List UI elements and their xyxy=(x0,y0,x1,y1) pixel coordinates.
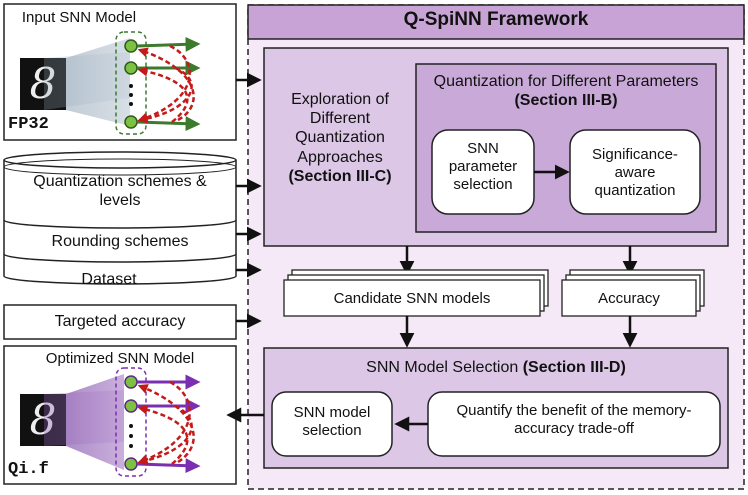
selection-label: SNN model selection xyxy=(293,404,371,439)
accuracy-box xyxy=(561,279,697,317)
input-arrows xyxy=(236,72,262,329)
model-selection-title-text: SNN Model Selection xyxy=(366,359,519,376)
dataset-label: Dataset xyxy=(81,271,137,288)
param-quant-title: Quantization for Different Parameters (S… xyxy=(416,72,716,110)
optimized-inhibitory-arrows xyxy=(137,380,195,466)
param-quant-section: (Section III-B) xyxy=(514,92,618,110)
database-cylinder xyxy=(3,151,237,285)
quantify-label: Quantify the benefit of the memory-accur… xyxy=(456,402,692,437)
optimized-neurons xyxy=(124,375,138,471)
targeted-accuracy-label: Targeted accuracy xyxy=(54,313,186,330)
rounding-label: Rounding schemes xyxy=(51,233,189,250)
param-quant-title-text: Quantization for Different Parameters xyxy=(433,73,699,90)
accuracy-label: Accuracy xyxy=(598,290,660,307)
framework-title-bar xyxy=(247,4,745,40)
optimized-neuron-group xyxy=(115,367,147,477)
input-neuron-group xyxy=(115,31,147,135)
targeted-accuracy-box xyxy=(3,304,237,340)
selection-box xyxy=(271,391,393,457)
candidates-box xyxy=(283,279,541,317)
significance-label: Significance-aware quantization xyxy=(592,146,678,199)
exploration-section: (Section III-C) xyxy=(288,167,392,185)
input-inhibitory-arrows xyxy=(137,44,195,124)
framework-title: Q-SpiNN Framework xyxy=(403,9,589,30)
input-precision-label: FP32 xyxy=(8,115,49,134)
input-model-title: Input SNN Model xyxy=(21,9,137,26)
exploration-label: Exploration of Different Quantization Ap… xyxy=(270,90,410,186)
optimized-precision-label: Qi.f xyxy=(8,460,49,479)
model-selection-title: SNN Model Selection (Section III-D) xyxy=(264,358,728,377)
schemes-levels-label: Quantization schemes & levels xyxy=(33,173,207,210)
significance-box xyxy=(569,129,701,215)
optimized-model-title: Optimized SNN Model xyxy=(45,350,195,367)
model-selection-section: (Section III-D) xyxy=(522,359,626,376)
exploration-text: Exploration of Different Quantization Ap… xyxy=(291,91,389,166)
param-selection-label: SNN parameter selection xyxy=(448,140,518,193)
candidates-label: Candidate SNN models xyxy=(333,290,491,307)
